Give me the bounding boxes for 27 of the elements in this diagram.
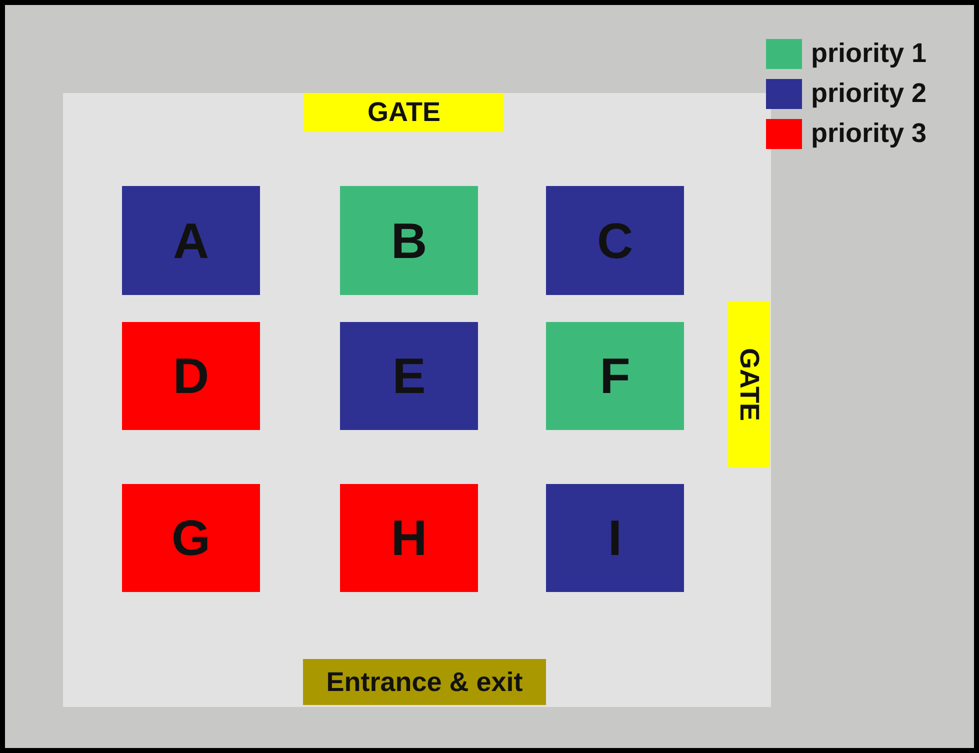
lot-letter: A [172,212,210,270]
parking-lot [122,484,260,592]
parking-lot [340,186,478,295]
area-label: Entrance & exit [326,666,523,698]
parking-lot [122,322,260,430]
gate-area [728,301,770,467]
parking-lot [340,484,478,592]
parking-lot [340,322,478,430]
legend-label: priority 1 [811,38,927,69]
lot-letter: C [596,212,634,270]
lot-letter: B [390,212,428,270]
parking-lot [122,186,260,295]
lot-letter: F [600,347,630,405]
gate-area [304,93,504,132]
lot-letter: G [172,509,210,567]
parking-lot [546,322,684,430]
entrance-area [303,659,546,705]
lot-letter: H [390,509,428,567]
lot-letter: D [172,347,210,405]
parking-lot [546,484,684,592]
legend-label: priority 3 [811,118,927,149]
lot-letter: E [392,347,426,405]
area-label: GATE [734,348,764,420]
lot-letter: I [608,509,622,567]
area-label: GATE [368,97,440,128]
legend-label: priority 2 [811,78,927,109]
parking-lot [546,186,684,295]
